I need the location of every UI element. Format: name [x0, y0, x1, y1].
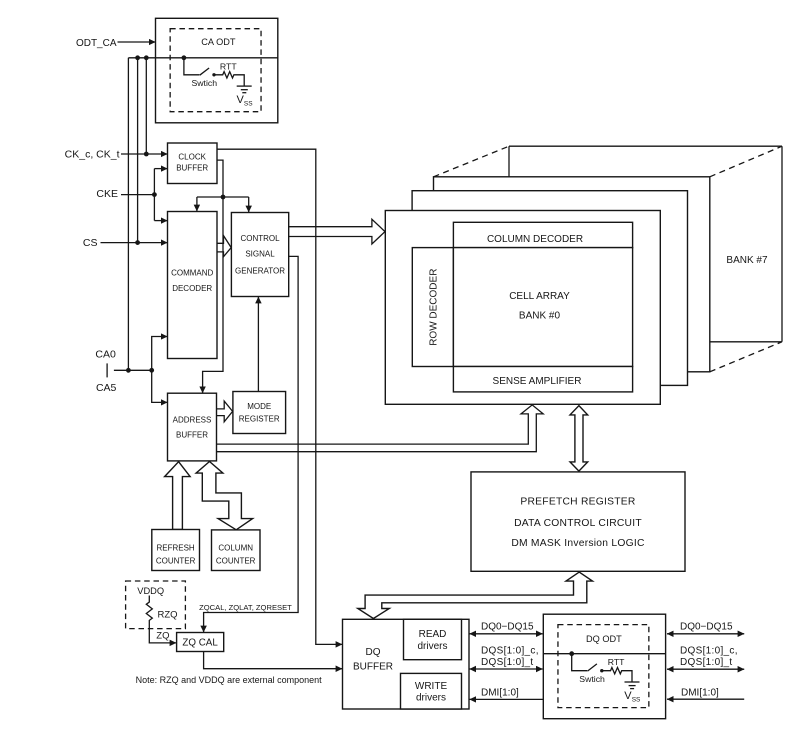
svg-text:CONTROL: CONTROL	[240, 234, 280, 243]
svg-text:DM MASK Inversion LOGIC: DM MASK Inversion LOGIC	[511, 538, 645, 549]
svg-text:ZQ: ZQ	[156, 630, 169, 641]
svg-text:CA ODT: CA ODT	[201, 37, 236, 47]
svg-text:CKE: CKE	[96, 188, 118, 200]
svg-text:MODE: MODE	[247, 402, 271, 411]
svg-text:DQS[1:0]_c,: DQS[1:0]_c,	[481, 646, 539, 657]
svg-text:BANK #0: BANK #0	[519, 311, 561, 322]
svg-text:REFRESH: REFRESH	[156, 543, 194, 552]
svg-text:Note: RZQ and VDDQ are externa: Note: RZQ and VDDQ are external componen…	[136, 675, 323, 685]
svg-text:drivers: drivers	[417, 641, 447, 652]
svg-text:PREFETCH REGISTER: PREFETCH REGISTER	[520, 496, 635, 507]
svg-text:COLUMN: COLUMN	[218, 543, 253, 552]
svg-text:COLUMN DECODER: COLUMN DECODER	[487, 234, 583, 245]
svg-text:ADDRESS: ADDRESS	[173, 416, 212, 425]
svg-text:COMMAND: COMMAND	[171, 268, 213, 277]
svg-text:DQ ODT: DQ ODT	[586, 634, 622, 644]
svg-text:CS: CS	[83, 237, 98, 249]
svg-text:DMI[1:0]: DMI[1:0]	[481, 688, 519, 699]
svg-text:SENSE AMPLIFIER: SENSE AMPLIFIER	[493, 376, 582, 387]
svg-text:BUFFER: BUFFER	[176, 164, 208, 173]
svg-text:DMI[1:0]: DMI[1:0]	[681, 688, 719, 699]
svg-text:CK_c, CK_t: CK_c, CK_t	[65, 148, 120, 160]
svg-text:DQS[1:0]_c,: DQS[1:0]_c,	[680, 646, 738, 657]
svg-text:DECODER: DECODER	[172, 284, 212, 293]
svg-text:WRITE: WRITE	[415, 681, 448, 692]
svg-text:READ: READ	[419, 629, 447, 640]
svg-text:CLOCK: CLOCK	[178, 153, 206, 162]
svg-text:GENERATOR: GENERATOR	[235, 266, 285, 275]
svg-text:DQ0−DQ15: DQ0−DQ15	[680, 621, 733, 632]
svg-text:RZQ: RZQ	[158, 609, 178, 620]
svg-text:CA0: CA0	[95, 349, 116, 361]
svg-text:ROW DECODER: ROW DECODER	[428, 269, 439, 346]
svg-text:COUNTER: COUNTER	[216, 556, 256, 565]
svg-text:ZQCAL, ZQLAT, ZQRESET: ZQCAL, ZQLAT, ZQRESET	[199, 603, 292, 612]
svg-text:DATA CONTROL CIRCUIT: DATA CONTROL CIRCUIT	[514, 518, 642, 529]
svg-text:DQ: DQ	[366, 647, 381, 658]
svg-text:BUFFER: BUFFER	[176, 431, 208, 440]
svg-text:SIGNAL: SIGNAL	[245, 249, 275, 258]
svg-text:REGISTER: REGISTER	[239, 415, 280, 424]
svg-text:VDDQ: VDDQ	[137, 586, 164, 596]
svg-text:CELL ARRAY: CELL ARRAY	[509, 291, 570, 302]
svg-text:DQ0−DQ15: DQ0−DQ15	[481, 621, 534, 632]
svg-text:CA5: CA5	[96, 382, 117, 394]
svg-text:DQS[1:0]_t: DQS[1:0]_t	[680, 657, 732, 668]
svg-text:ZQ CAL: ZQ CAL	[182, 637, 218, 648]
svg-text:ODT_CA: ODT_CA	[76, 38, 117, 49]
svg-text:BUFFER: BUFFER	[353, 662, 393, 673]
svg-text:COUNTER: COUNTER	[156, 556, 196, 565]
svg-text:drivers: drivers	[416, 692, 446, 703]
svg-text:DQS[1:0]_t: DQS[1:0]_t	[481, 657, 533, 668]
svg-text:BANK #7: BANK #7	[726, 255, 768, 266]
